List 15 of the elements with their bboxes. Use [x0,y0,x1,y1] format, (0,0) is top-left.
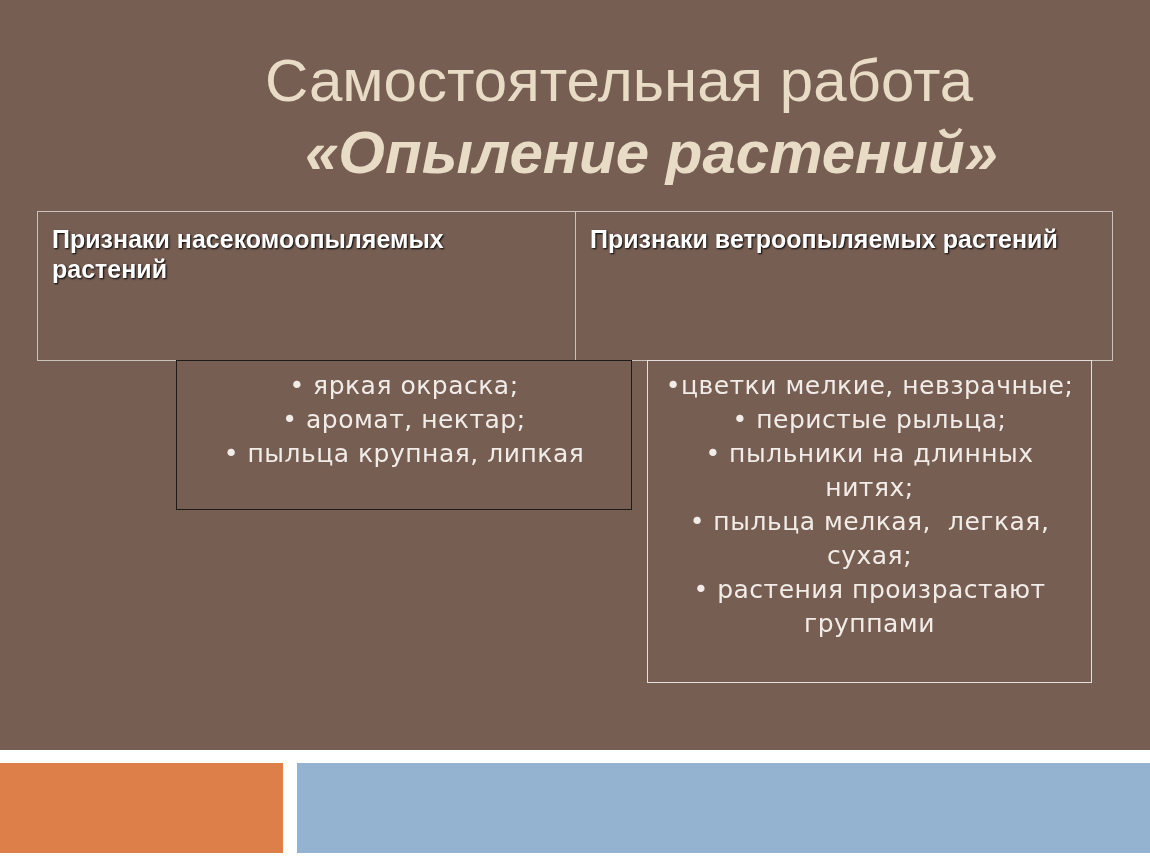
list-box [176,360,632,510]
header-text: Признаки насекомоопыляемых растений [52,224,445,284]
list-item: • перистые рыльца; [731,404,1008,436]
list-item: • пыльца крупная, липкая [222,438,586,470]
list-item: • яркая окраска; [288,370,520,402]
list-box [647,360,1092,683]
table-header-cell [575,211,1113,361]
list-item: •цветки мелкие, невзрачные; [664,370,1075,402]
list-item: • пыльца мелкая, легкая, сухая; [688,506,1051,572]
header-text: Признаки ветроопыляемых растений [590,224,1059,254]
list-item: • пыльники на длинных нитях; [704,438,1035,504]
table-header-cell [37,211,576,361]
slide-title: Самостоятельная работа «Опыление растений» [265,46,999,188]
list-item: • аромат, нектар; [281,404,527,436]
list-item: • растения произрастают группами [692,574,1047,640]
